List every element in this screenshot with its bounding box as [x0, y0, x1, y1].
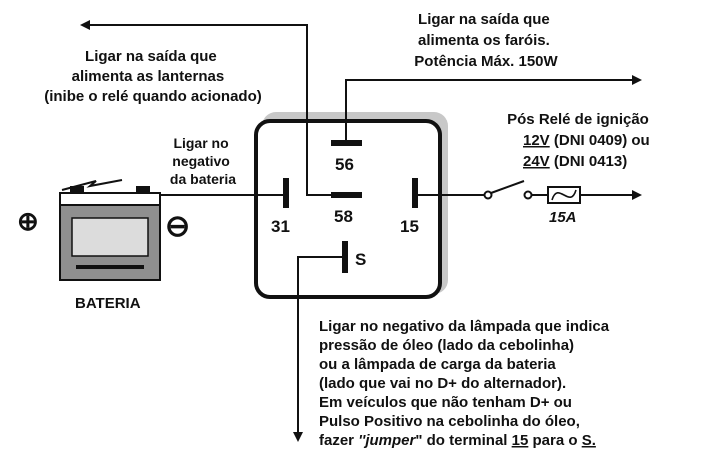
terminal-56-pin — [331, 140, 362, 146]
ignition-note-line-2: 12V (DNI 0409) ou — [523, 132, 650, 149]
bottom-note-line-3: ou a lâmpada de carga da bateria — [319, 356, 556, 373]
lanternas-note-line-3: (inibe o relé quando acionado) — [44, 88, 262, 105]
terminal-s-pin — [342, 241, 348, 273]
ignition-note: Pós Relé de ignição — [507, 111, 649, 128]
farois-note: Ligar na saída que alimenta os faróis. P… — [414, 11, 558, 70]
ignition-note-title: Pós Relé de ignição — [507, 111, 649, 128]
wire-farois — [345, 75, 642, 140]
switch-contact-left — [483, 190, 493, 200]
battery: ⊕ ⊖ BATERIA — [17, 179, 190, 312]
terminal-s-label: S — [355, 250, 366, 269]
terminal-15-pin — [412, 178, 418, 208]
fuse-label: 15A — [549, 209, 577, 226]
bottom-note-line-6: Pulso Positivo na cebolinha do óleo, — [319, 413, 580, 430]
bottom-note-jumper: ''jumper — [358, 432, 416, 449]
ignition-24v-code: 24V — [523, 153, 550, 170]
negative-note: Ligar no negativo da bateria — [170, 135, 236, 187]
negative-note-line-1: Ligar no — [173, 135, 228, 151]
terminal-58-pin — [331, 192, 362, 198]
battery-face — [71, 217, 149, 257]
battery-top — [59, 192, 161, 206]
ignition-24v-rest: (DNI 0413) — [550, 153, 628, 170]
bottom-note-line-2: pressão de óleo (lado da cebolinha) — [319, 337, 574, 354]
bottom-note-terminal-s: S. — [582, 432, 596, 449]
terminal-56-label: 56 — [335, 155, 354, 174]
ignition-12v-rest: (DNI 0409) ou — [550, 132, 650, 149]
farois-note-line-3: Potência Máx. 150W — [414, 53, 558, 70]
farois-note-line-1: Ligar na saída que — [418, 11, 550, 28]
lanternas-note-line-2: alimenta as lanternas — [72, 68, 225, 85]
lanternas-note: Ligar na saída que alimenta as lanternas… — [44, 48, 262, 105]
battery-label: BATERIA — [75, 295, 141, 312]
switch-blade — [490, 180, 525, 194]
bottom-note-do-terminal: " do terminal — [415, 432, 511, 449]
bottom-note-line-4: (lado que vai no D+ do alternador). — [319, 375, 566, 392]
terminal-15-label: 15 — [400, 217, 419, 236]
bottom-note: Ligar no negativo da lâmpada que indica … — [319, 318, 613, 430]
bottom-note-fazer: fazer — [319, 432, 358, 449]
fuse-element — [551, 189, 577, 201]
battery-terminal-right — [136, 186, 150, 194]
lanternas-note-line-1: Ligar na saída que — [85, 48, 217, 65]
farois-note-line-2: alimenta os faróis. — [418, 32, 550, 49]
ignition-12v-code: 12V — [523, 132, 550, 149]
battery-spark-icon — [61, 179, 123, 191]
relay-body — [254, 119, 442, 299]
terminal-58-label: 58 — [334, 207, 353, 226]
wire-lanternas — [80, 20, 331, 196]
terminal-31-pin — [283, 178, 289, 208]
negative-note-line-2: negativo — [172, 153, 230, 169]
bottom-note-line-7: fazer ''jumper" do terminal 15 para o S. — [319, 432, 596, 449]
negative-note-line-3: da bateria — [170, 171, 236, 187]
battery-base-line — [76, 265, 144, 269]
bottom-note-line-1: Ligar no negativo da lâmpada que indica — [319, 318, 610, 335]
switch-contact-right — [523, 190, 533, 200]
wire-s — [293, 256, 342, 442]
ignition-note-line-3: 24V (DNI 0413) — [523, 153, 627, 170]
terminal-31-label: 31 — [271, 217, 290, 236]
battery-plus-icon: ⊕ — [17, 206, 39, 236]
battery-terminal-left — [70, 186, 84, 194]
battery-minus-icon: ⊖ — [165, 210, 190, 243]
bottom-note-line-5: Em veículos que não tenham D+ ou — [319, 394, 572, 411]
bottom-note-para-o: para o — [528, 432, 581, 449]
bottom-note-terminal-15: 15 — [512, 432, 529, 449]
